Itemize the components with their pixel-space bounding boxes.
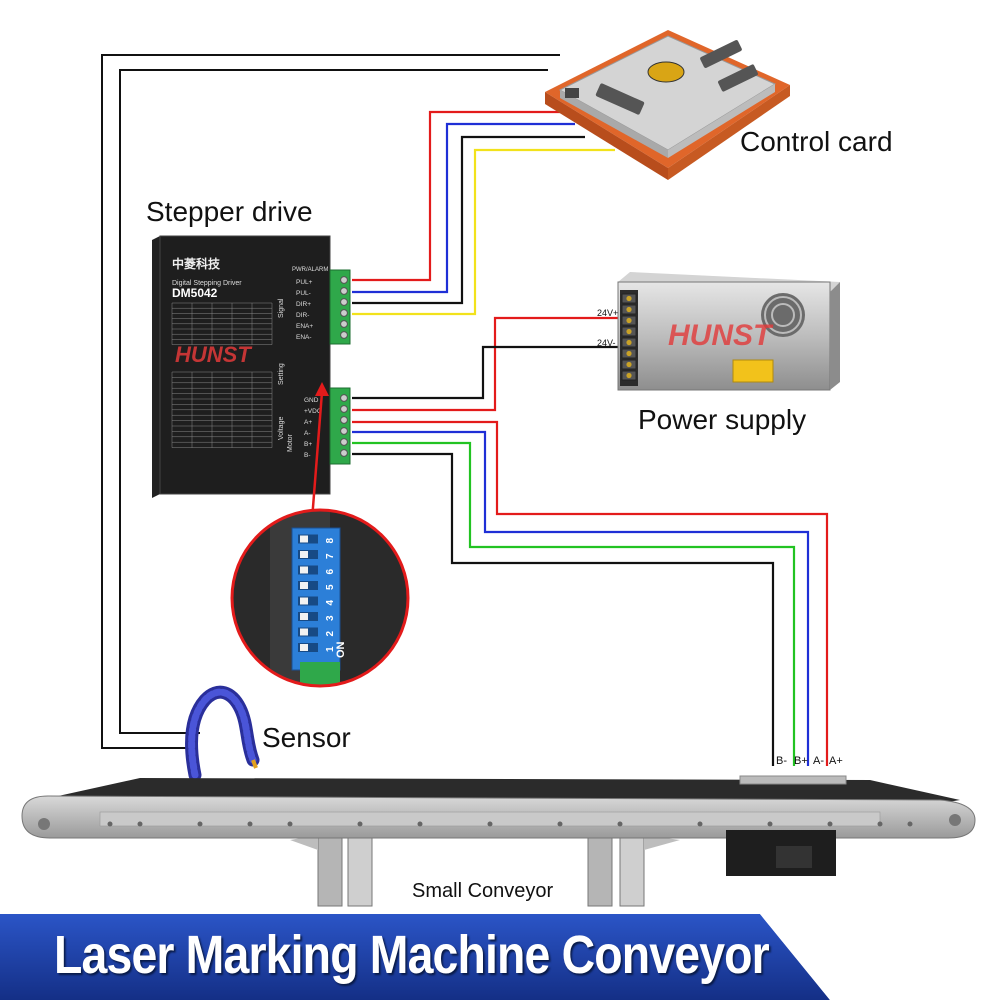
power-pin-4: B+ [304, 441, 312, 448]
terminal-24v-minus: 24V- [597, 338, 616, 348]
sensor-wires [101, 54, 560, 749]
dip-number-8: 8 [325, 538, 336, 544]
sensor [185, 685, 260, 782]
dip-number-2: 2 [325, 631, 336, 637]
stepper-drive-label: Stepper drive [146, 196, 313, 227]
motor-pin-a-minus: A- [813, 755, 824, 767]
motor-wires [352, 420, 829, 766]
stepper-watermark: HUNST [175, 342, 252, 367]
sensor-label: Sensor [262, 722, 351, 753]
dip-number-4: 4 [325, 600, 336, 606]
side-label-motor: Motor [287, 433, 294, 452]
power-pin-3: A- [304, 430, 311, 437]
power-pin-5: B- [304, 452, 311, 459]
conveyor [21, 775, 976, 907]
power-pin-0: GND [304, 397, 319, 404]
title-banner [0, 914, 1000, 1000]
control-card-label: Control card [740, 126, 893, 157]
signal-pin-labels: PUL+ PUL- DIR+ DIR- ENA+ ENA- [296, 279, 313, 341]
signal-pin-0: PUL+ [296, 279, 313, 286]
dip-on-label: ON [335, 641, 347, 658]
signal-pin-5: ENA- [296, 334, 312, 341]
power-pin-labels: GND +VDC A+ A- B+ B- [304, 397, 322, 459]
power-pin-2: A+ [304, 419, 312, 426]
dip-slots [298, 534, 318, 652]
motor-pin-b-minus: B- [776, 755, 787, 767]
signal-pin-4: ENA+ [296, 323, 313, 330]
motor-pin-a-plus: A+ [829, 755, 843, 767]
side-label-signal: Signal [278, 298, 285, 318]
stepper-header: PWR/ALARM [292, 267, 328, 273]
dip-numbers: 1 2 3 4 5 6 7 8 [325, 538, 336, 653]
terminal-screws [340, 276, 348, 457]
side-label-voltage: Voltage [278, 417, 285, 440]
pulse-table [171, 371, 273, 448]
signal-pin-1: PUL- [296, 290, 311, 297]
power-pin-1: +VDC [304, 408, 322, 415]
stepper-subtitle: Digital Stepping Driver [172, 280, 242, 287]
terminal-24v-plus: 24V+ [597, 308, 618, 318]
banner-title: Laser Marking Machine Conveyor [54, 925, 770, 985]
power-supply: HUNST 24V+ 24V- [597, 272, 840, 391]
stepper-brand: 中菱科技 [172, 256, 221, 271]
control-card [545, 30, 790, 180]
dip-number-7: 7 [325, 553, 336, 559]
dip-pointer-arrow [310, 382, 329, 521]
power-wires [352, 316, 625, 412]
dip-number-6: 6 [325, 569, 336, 575]
dip-number-3: 3 [325, 615, 336, 621]
signal-pin-3: DIR- [296, 312, 309, 319]
dip-switch-zoom: 1 2 3 4 5 6 7 8 ON [230, 508, 410, 688]
current-table [171, 302, 273, 345]
power-supply-label: Power supply [638, 404, 807, 435]
stepper-model: DM5042 [172, 286, 218, 300]
dip-number-5: 5 [325, 584, 336, 590]
dip-number-1: 1 [325, 646, 336, 652]
motor-pin-b-plus: B+ [794, 755, 808, 767]
small-conveyor-label: Small Conveyor [412, 880, 554, 902]
stepper-drive: 中菱科技 Digital Stepping Driver DM5042 PWR/… [152, 235, 351, 498]
power-supply-logo: HUNST [668, 319, 774, 352]
signal-wires [352, 110, 615, 316]
signal-pin-2: DIR+ [296, 301, 311, 308]
side-label-setting: Setting [278, 363, 285, 385]
